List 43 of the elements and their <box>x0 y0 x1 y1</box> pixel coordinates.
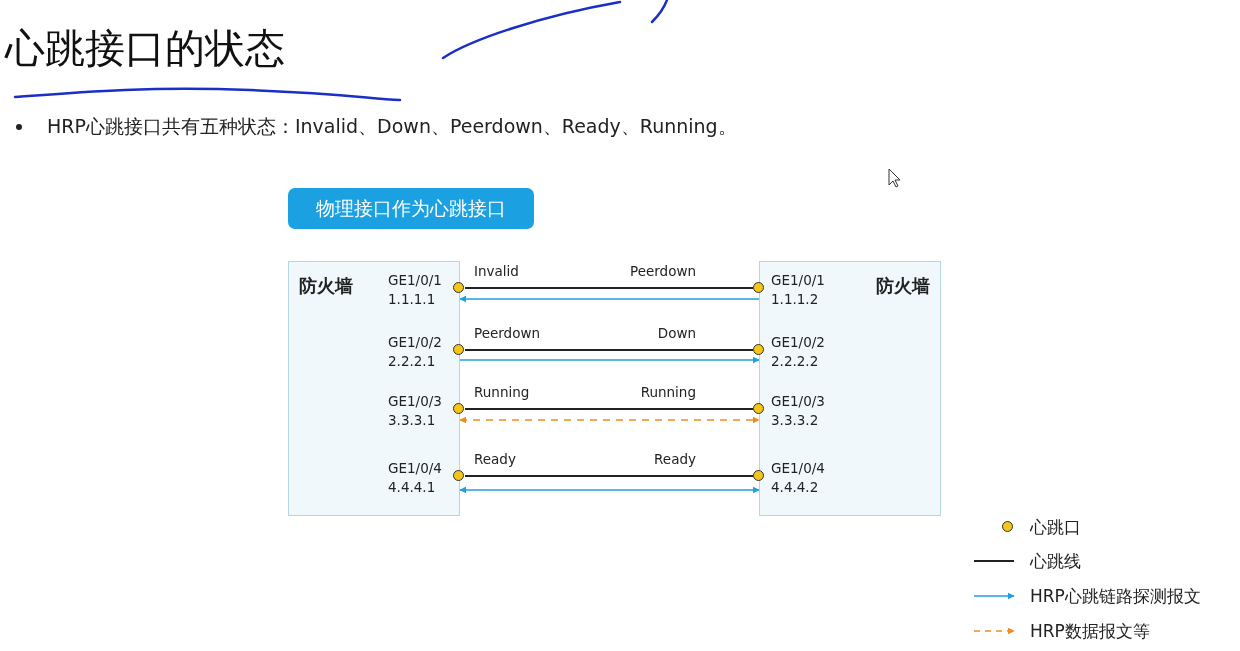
port-dot <box>753 282 764 293</box>
legend-text: HRP数据报文等 <box>1030 620 1150 643</box>
state-label: Down <box>657 325 696 342</box>
interface-label: GE1/0/2 2.2.2.1 <box>388 333 443 371</box>
legend-text: 心跳口 <box>1030 516 1081 539</box>
heartbeat-line <box>464 349 754 351</box>
state-label: Running <box>474 384 530 401</box>
port-dot <box>453 344 464 355</box>
state-label: Running <box>640 384 696 401</box>
slide-title: 心跳接口的状态 <box>5 24 285 72</box>
bullet-text: HRP心跳接口共有五种状态：Invalid、Down、Peerdown、Ready、Running。 <box>47 114 737 139</box>
heartbeat-line <box>464 287 754 289</box>
firewall-box <box>759 261 941 516</box>
firewall-box <box>288 261 460 516</box>
port-dot <box>453 403 464 414</box>
state-label: Peerdown <box>630 263 696 280</box>
interface-label: GE1/0/3 3.3.3.2 <box>771 392 826 430</box>
heartbeat-line <box>464 408 754 410</box>
box-title: 防火墙 <box>876 274 930 298</box>
port-dot <box>753 344 764 355</box>
port-dot <box>753 403 764 414</box>
port-dot <box>753 470 764 481</box>
interface-label: GE1/0/3 3.3.3.1 <box>388 392 443 430</box>
arrow <box>459 416 760 424</box>
arrow <box>459 486 760 494</box>
state-label: Invalid <box>474 263 519 280</box>
state-label: Ready <box>654 451 696 468</box>
heartbeat-line <box>464 475 754 477</box>
legend-text: 心跳线 <box>1030 550 1081 573</box>
heading-tag: 物理接口作为心跳接口 <box>288 188 534 229</box>
port-dot <box>453 282 464 293</box>
port-dot <box>453 470 464 481</box>
state-label: Ready <box>474 451 516 468</box>
state-label: Peerdown <box>474 325 540 342</box>
interface-label: GE1/0/4 4.4.4.2 <box>771 459 826 497</box>
interface-label: GE1/0/2 2.2.2.2 <box>771 333 826 371</box>
interface-label: GE1/0/1 1.1.1.2 <box>771 271 826 309</box>
arrow <box>459 356 760 364</box>
interface-label: GE1/0/4 4.4.4.1 <box>388 459 443 497</box>
box-title: 防火墙 <box>299 274 353 298</box>
legend-text: HRP心跳链路探测报文 <box>1030 585 1201 608</box>
interface-label: GE1/0/1 1.1.1.1 <box>388 271 443 309</box>
arrow <box>459 295 760 303</box>
